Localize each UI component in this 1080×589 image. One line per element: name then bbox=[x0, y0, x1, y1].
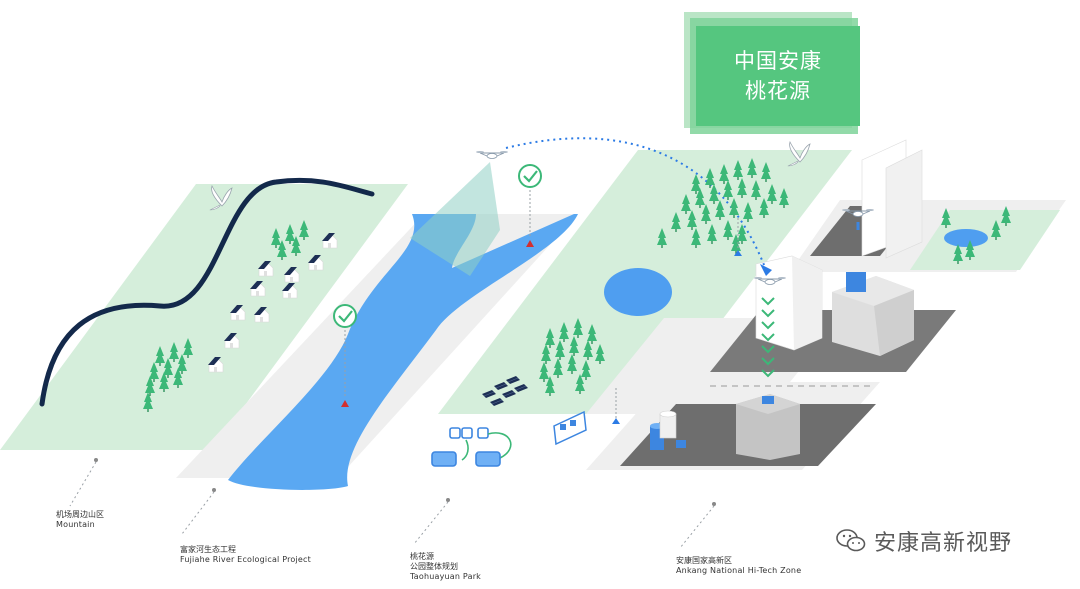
zone-label-en: Fujiahe River Ecological Project bbox=[180, 555, 311, 564]
label-leaders bbox=[69, 461, 715, 549]
zone-label-en: Ankang National Hi-Tech Zone bbox=[676, 566, 802, 575]
check-icon bbox=[333, 304, 357, 328]
drone-scan-beam bbox=[410, 162, 500, 276]
marker-red-icon bbox=[526, 240, 534, 247]
title-line-2: 桃花源 bbox=[745, 79, 811, 103]
zone-label-zh: 机场周边山区 bbox=[56, 510, 104, 519]
zone-label-mountain: 机场周边山区 Mountain bbox=[56, 510, 104, 530]
watermark-text: 安康高新视野 bbox=[874, 531, 1013, 556]
building-grid-icon bbox=[846, 272, 866, 292]
zone-label-zh: 安康国家高新区 bbox=[676, 556, 732, 565]
zone-label-river: 富家河生态工程 Fujiahe River Ecological Project bbox=[180, 545, 311, 565]
zone-label-zh: 富家河生态工程 bbox=[180, 545, 236, 554]
title-line-1: 中国安康 bbox=[734, 49, 822, 73]
zone-label-park: 桃花源 公园整体规划 Taohuayuan Park bbox=[410, 552, 481, 582]
delivery-chevrons bbox=[761, 297, 775, 378]
drone-flight-path bbox=[505, 137, 767, 271]
wechat-icon bbox=[836, 529, 866, 552]
river bbox=[228, 214, 578, 490]
river-zone bbox=[176, 150, 578, 490]
drone-icon bbox=[475, 150, 509, 159]
zone-label-en: Taohuayuan Park bbox=[410, 572, 482, 581]
bus-icon bbox=[553, 410, 587, 446]
zone-label-zh-2: 公园整体规划 bbox=[410, 562, 458, 571]
watermark: 安康高新视野 bbox=[836, 524, 1012, 558]
mountain-zone bbox=[0, 177, 408, 450]
marker-red-icon bbox=[341, 400, 349, 407]
check-icon bbox=[518, 164, 542, 188]
marker-blue-icon bbox=[612, 418, 620, 424]
mountain-ridge-line bbox=[39, 177, 375, 407]
ev-charging-stations bbox=[431, 427, 512, 467]
marker-blue-icon bbox=[734, 250, 742, 256]
park-lake bbox=[604, 268, 672, 316]
zone-label-hitech: 安康国家高新区 Ankang National Hi-Tech Zone bbox=[676, 556, 801, 576]
zone-label-zh: 桃花源 bbox=[410, 552, 434, 561]
zone-label-en: Mountain bbox=[56, 520, 95, 529]
title-box: 中国安康 桃花源 bbox=[684, 12, 864, 134]
